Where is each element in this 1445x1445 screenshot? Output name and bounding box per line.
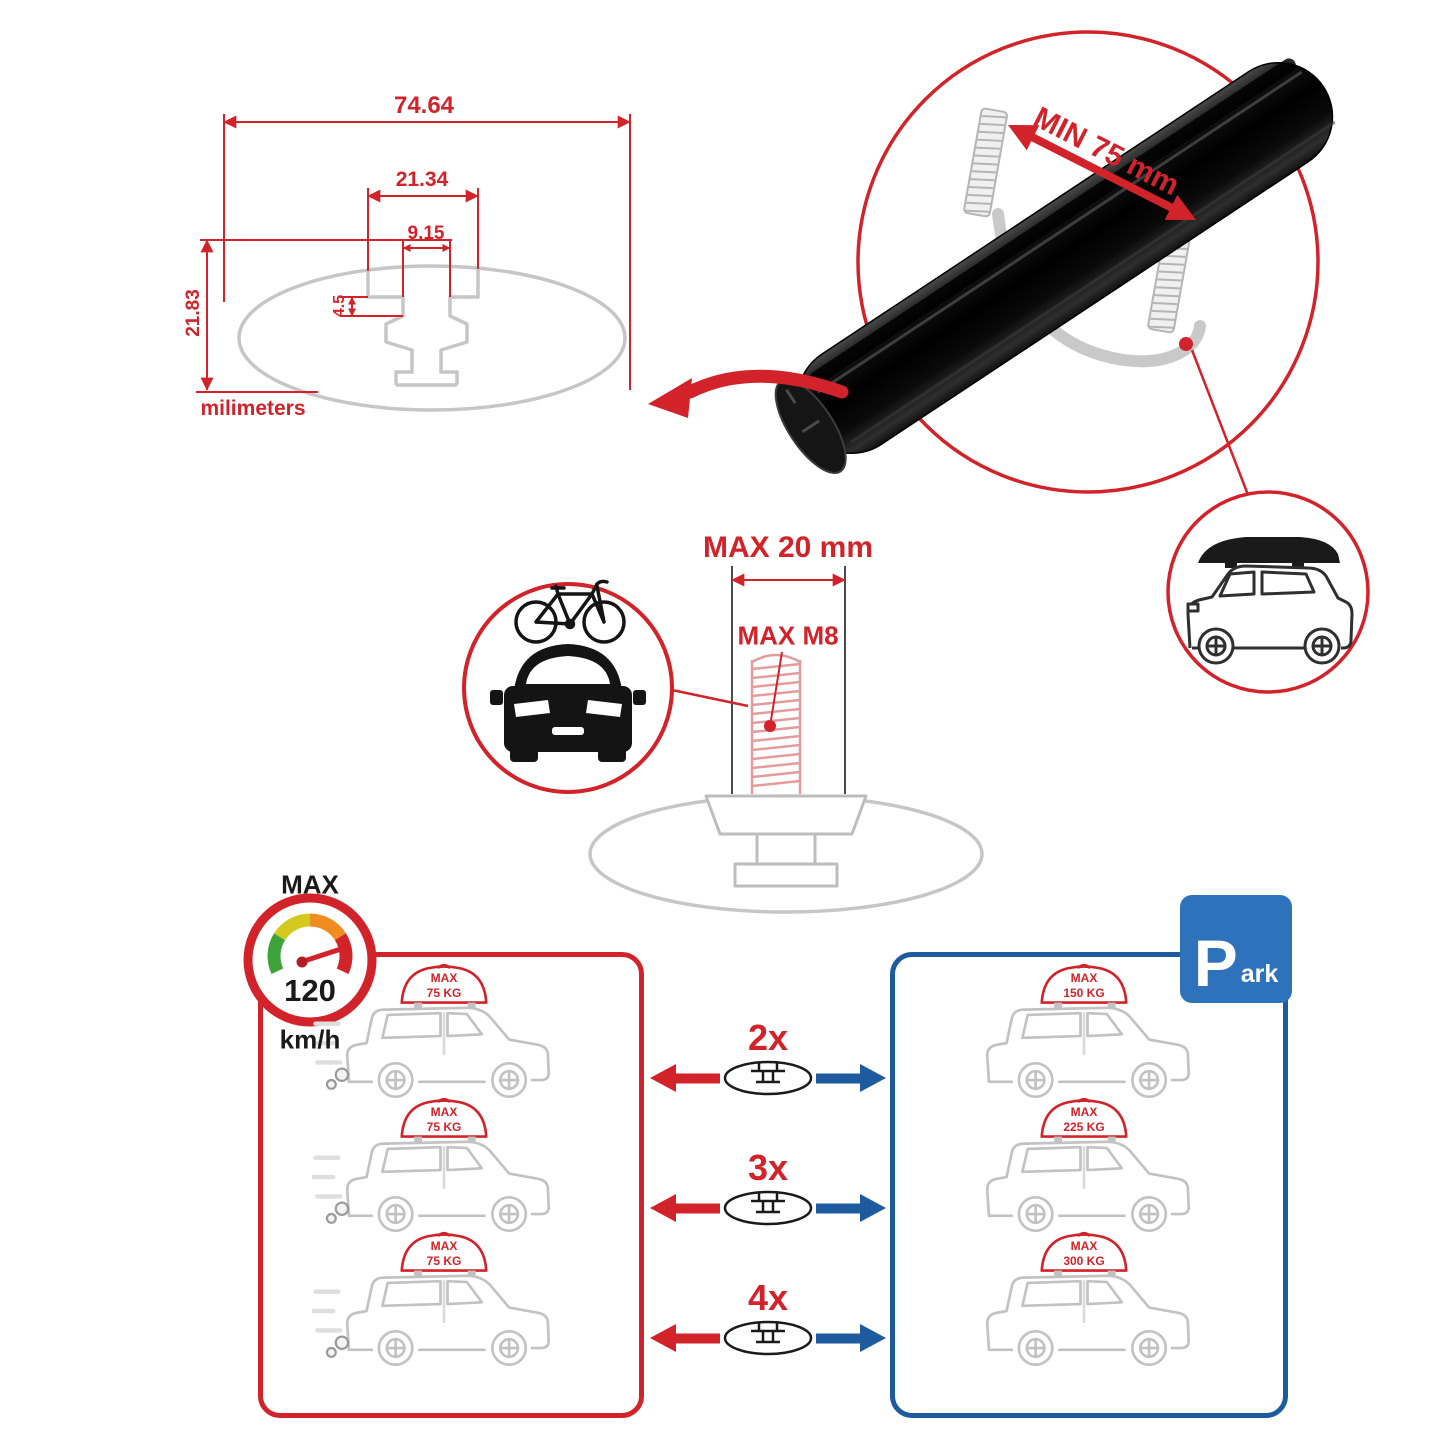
- driving-load-panel: [258, 952, 644, 1418]
- parked-load-panel: [890, 952, 1288, 1418]
- parking-sign-suffix: ark: [1240, 960, 1279, 988]
- parking-sign-letter: P: [1193, 925, 1238, 1000]
- parking-sign: P ark: [1180, 895, 1292, 1003]
